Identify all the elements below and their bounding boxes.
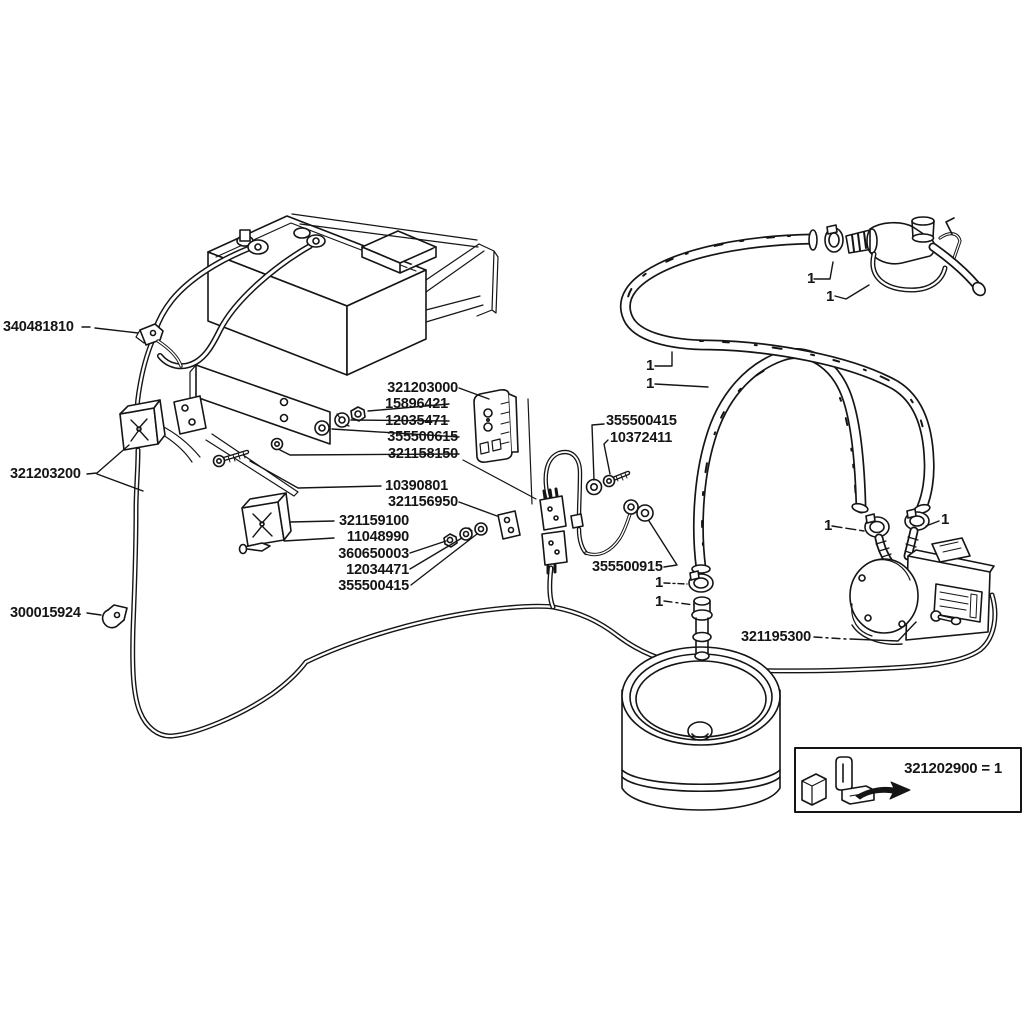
relay-box [462, 389, 537, 505]
legend-box [794, 747, 1022, 813]
drum-fitting [688, 570, 714, 661]
washer-and-screw-right [585, 470, 631, 496]
part-label: 321156950 [388, 494, 458, 510]
battery-clamp [135, 323, 183, 368]
part-label: 355500915 [592, 559, 663, 575]
battery-cables [152, 227, 326, 370]
part-label: 321195300 [741, 629, 811, 645]
qty-callout: 1 [941, 511, 950, 528]
rivet-pin [238, 542, 271, 555]
fuel-nozzle [824, 216, 986, 297]
battery [207, 215, 437, 376]
legend-label: 321202900 = 1 [904, 760, 1002, 777]
battery-tray [189, 213, 499, 497]
part-label: 355500615 [387, 429, 458, 445]
part-label: 340481810 [3, 319, 74, 335]
qty-callout: 1 [646, 357, 655, 374]
qty-callout: 1 [824, 517, 833, 534]
suction-hose [691, 348, 869, 574]
mount-plate-left [173, 395, 207, 435]
delivery-hose [619, 229, 935, 515]
part-label: 321159100 [339, 513, 409, 529]
part-label: 10372411 [610, 430, 673, 446]
part-label: 15896421 [385, 396, 448, 412]
part-label: 12034471 [346, 562, 409, 578]
transfer-pump [849, 508, 995, 645]
qty-callout: 1 [655, 574, 664, 591]
rubber-mount-center [241, 492, 292, 547]
p-clip [101, 604, 128, 629]
rubber-mount-left [119, 399, 166, 451]
connector-block [539, 449, 589, 575]
part-label: 355500415 [606, 413, 677, 429]
qty-callout: 1 [646, 375, 655, 392]
part-label: 321203200 [10, 466, 81, 482]
part-label: 321158150 [388, 446, 458, 462]
leader-lines [81, 261, 940, 642]
fuel-drum [621, 646, 781, 811]
part-label: 360650003 [338, 546, 409, 562]
screw-10390801 [212, 449, 250, 468]
part-label: 300015924 [10, 605, 81, 621]
part-label: 355500415 [338, 578, 409, 594]
part-label: 321203000 [387, 380, 458, 396]
part-label: 12035471 [385, 413, 448, 429]
qty-callout: 1 [807, 270, 816, 287]
qty-callout: 1 [655, 593, 664, 610]
ground-wire [584, 499, 654, 557]
mount-plate-small [497, 510, 521, 540]
part-label: 11048990 [346, 529, 409, 545]
part-label: 10390801 [385, 478, 448, 494]
fastener-row [270, 406, 366, 451]
qty-callout: 1 [826, 288, 835, 305]
fastener-trio [443, 522, 488, 548]
